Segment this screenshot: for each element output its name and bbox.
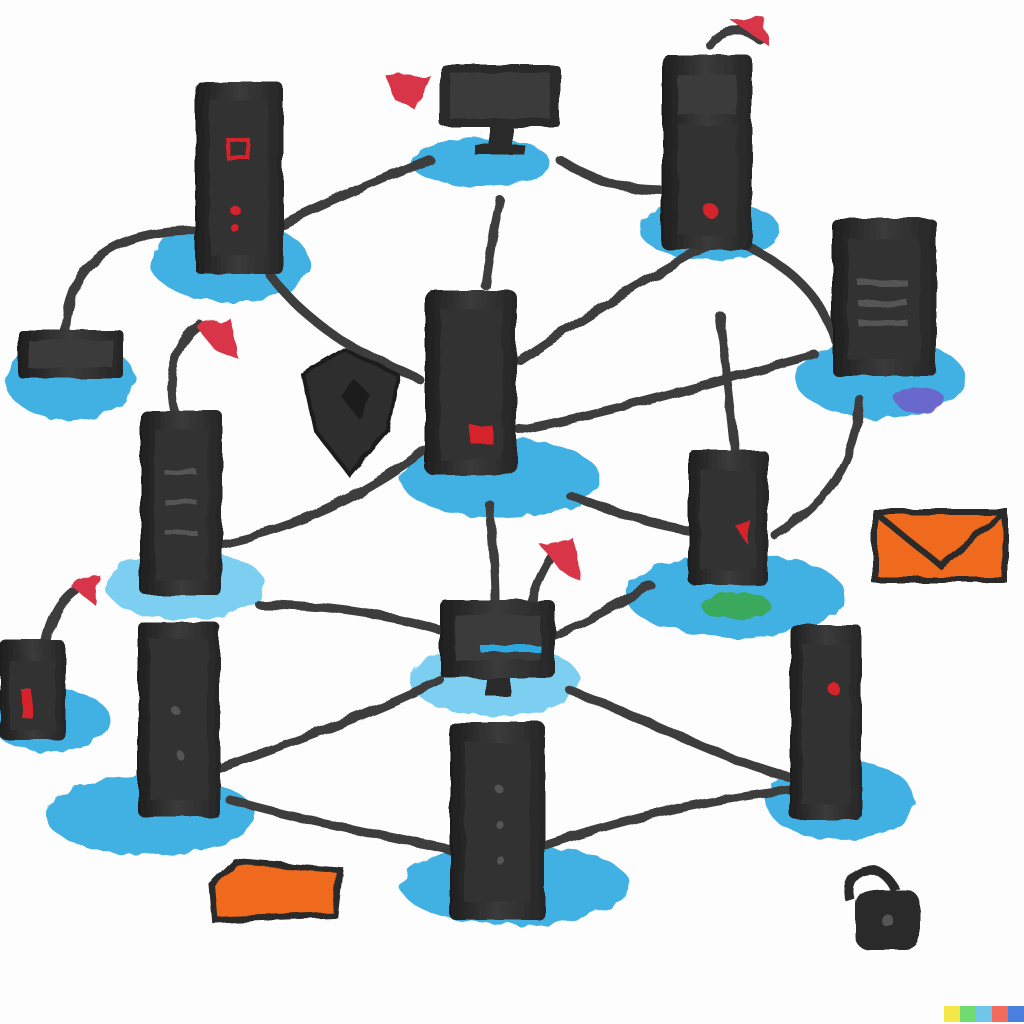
cable bbox=[270, 155, 435, 233]
server-tower-icon bbox=[138, 622, 220, 817]
cable bbox=[705, 26, 765, 50]
wire-tip bbox=[195, 318, 240, 360]
cable bbox=[485, 500, 500, 605]
server-tower-icon bbox=[195, 82, 283, 274]
cable bbox=[210, 445, 430, 550]
cable bbox=[166, 320, 205, 420]
devices bbox=[0, 55, 1008, 950]
tablet-icon bbox=[208, 858, 344, 924]
cable bbox=[515, 235, 725, 365]
cable bbox=[210, 675, 445, 775]
cable bbox=[565, 685, 805, 785]
watermark-swatch bbox=[992, 1006, 1008, 1022]
green-accent bbox=[700, 591, 770, 619]
server-tower-icon bbox=[688, 450, 768, 585]
cable bbox=[550, 580, 655, 640]
server-tower-icon bbox=[790, 625, 862, 820]
cable bbox=[60, 225, 205, 335]
wire-tip bbox=[70, 575, 100, 605]
wire-tip bbox=[730, 18, 768, 45]
cable bbox=[225, 795, 455, 855]
watermark bbox=[944, 1006, 1024, 1022]
server-tower-icon bbox=[832, 218, 936, 376]
padlock-icon bbox=[843, 865, 920, 950]
server-tower-icon bbox=[450, 722, 545, 920]
cable bbox=[480, 195, 505, 290]
cable bbox=[265, 270, 425, 385]
cable bbox=[715, 310, 740, 455]
watermark-swatch bbox=[960, 1006, 976, 1022]
cable bbox=[770, 395, 865, 540]
shield-icon bbox=[300, 347, 401, 479]
watermark-swatch bbox=[976, 1006, 992, 1022]
cable bbox=[40, 585, 80, 650]
server-tower-icon bbox=[425, 290, 517, 475]
router-icon bbox=[440, 600, 555, 696]
wire-tip bbox=[385, 75, 430, 110]
router-icon bbox=[18, 330, 123, 378]
server-tower-icon bbox=[0, 640, 65, 740]
cable bbox=[255, 600, 445, 635]
wire-tips bbox=[70, 18, 768, 605]
cable bbox=[565, 490, 695, 535]
cable bbox=[515, 350, 820, 435]
watermark-swatch bbox=[1008, 1006, 1024, 1022]
wire-tip bbox=[540, 540, 580, 580]
watermark-swatch bbox=[944, 1006, 960, 1022]
server-tower-icon bbox=[662, 55, 752, 250]
envelope-icon bbox=[872, 509, 1008, 583]
monitor-icon bbox=[440, 65, 560, 155]
cable bbox=[730, 235, 840, 345]
purple-accent bbox=[895, 388, 945, 412]
cable bbox=[555, 155, 670, 195]
server-tower-icon bbox=[140, 410, 222, 595]
cable bbox=[540, 785, 795, 850]
